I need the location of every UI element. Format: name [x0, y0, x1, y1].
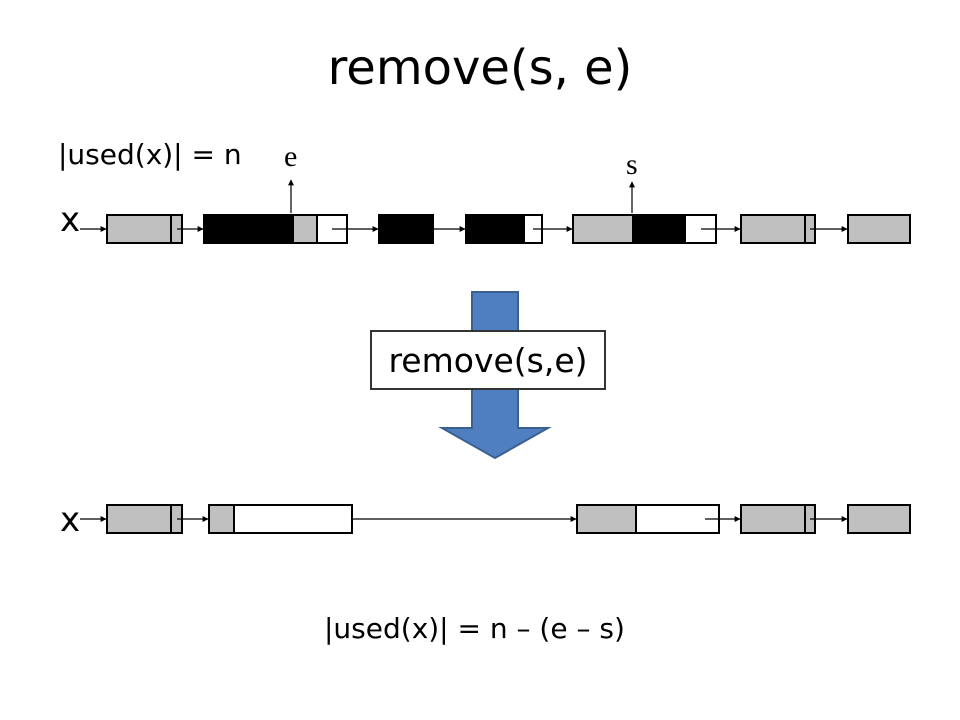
list-node — [378, 214, 434, 244]
marker-e-label: e — [284, 140, 298, 173]
list-node — [208, 504, 353, 534]
list-node — [465, 214, 543, 244]
top-list-head-label: x — [60, 200, 81, 240]
list-node — [847, 214, 911, 244]
list-node — [740, 214, 816, 244]
remove-operation-box: remove(s,e) — [370, 330, 606, 390]
diagram-title: remove(s, e) — [327, 40, 633, 96]
remove-operation-label: remove(s,e) — [388, 340, 588, 380]
list-node — [576, 504, 720, 534]
top-list — [80, 179, 911, 244]
list-node — [106, 504, 183, 534]
list-node — [847, 504, 911, 534]
bottom-list-head-label: x — [60, 500, 81, 540]
list-node — [106, 214, 183, 244]
marker-s-label: s — [626, 148, 638, 181]
list-node — [740, 504, 816, 534]
top-used-label: |used(x)| = n — [58, 138, 242, 171]
list-node — [572, 214, 717, 244]
bottom-list — [80, 504, 911, 534]
list-node — [203, 214, 348, 244]
bottom-used-label: |used(x)| = n – (e – s) — [324, 612, 625, 645]
